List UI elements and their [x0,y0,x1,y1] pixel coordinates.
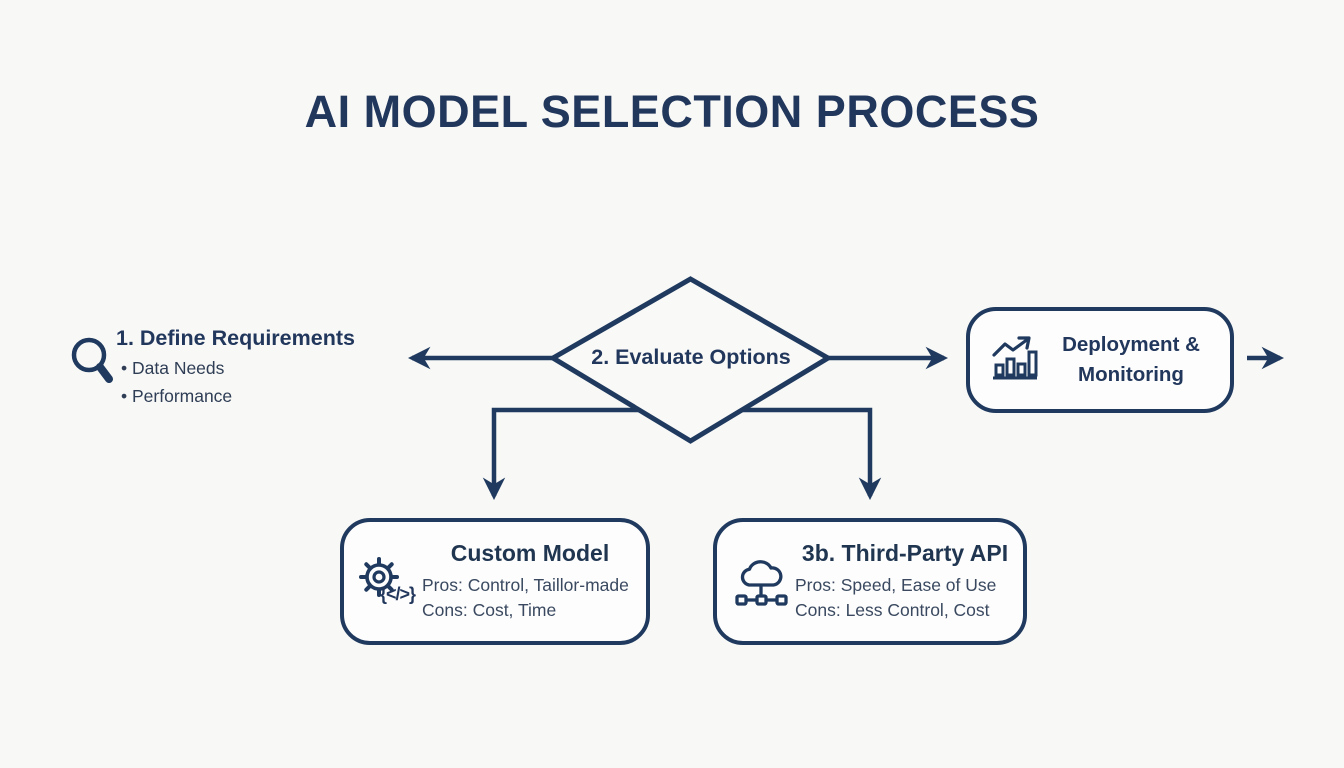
cloud-network-icon [729,522,791,641]
define-bullet-data-needs: • Data Needs [121,358,225,378]
bar-chart-trend-icon [992,336,1038,380]
page-title: AI MODEL SELECTION PROCESS [304,86,1040,137]
gear-code-icon: {</>} [356,522,418,641]
third-party-api-title: 3b. Third-Party API [801,540,1009,566]
third-party-api-cons: Cons: Less Control, Cost [795,600,990,620]
custom-model-title: Custom Model [450,540,610,566]
third-party-api-pros: Pros: Speed, Ease of Use [795,575,997,595]
magnifier-icon [71,337,113,383]
define-requirements-step: 1. Define Requirements • Data Needs • Pe… [66,326,396,407]
evaluate-options-label: 2. Evaluate Options [591,345,791,369]
deployment-monitoring-label: Deployment & Monitoring [1046,330,1216,390]
deployment-label-line2: Monitoring [1078,363,1184,386]
define-requirements-heading: 1. Define Requirements [116,326,355,350]
code-brackets-glyph: {</>} [380,584,416,604]
custom-model-node: {</>} Custom Model Pros: Control, Taillo… [340,518,650,645]
deployment-monitoring-node: Deployment & Monitoring [966,307,1234,413]
define-bullet-performance: • Performance [121,386,233,406]
custom-model-pros: Pros: Control, Taillor-made [422,575,629,595]
third-party-api-node: 3b. Third-Party API Pros: Speed, Ease of… [713,518,1027,645]
deployment-label-line1: Deployment & [1062,333,1200,356]
custom-model-cons: Cons: Cost, Time [422,600,557,620]
decision-diamond [548,276,833,444]
